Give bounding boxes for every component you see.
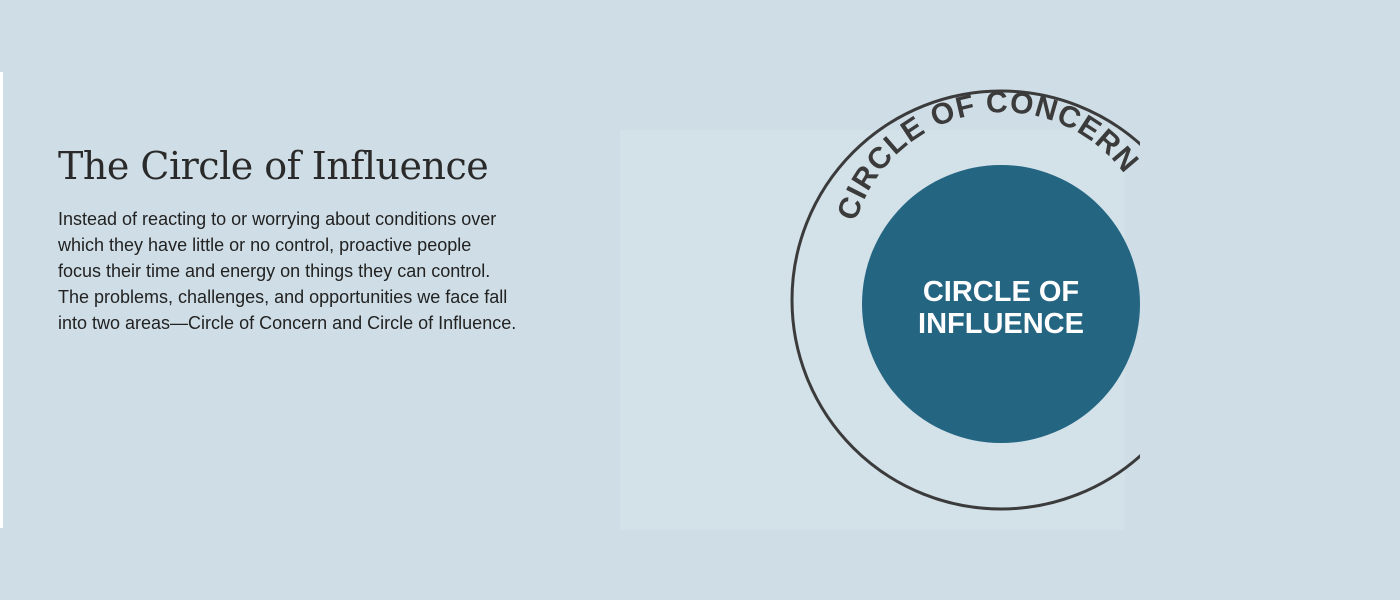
circle-diagram: CIRCLE OF CONCERN CIRCLE OF INFLUENCE [790,86,1140,511]
circle-of-influence-label-line2: INFLUENCE [918,308,1084,340]
left-edge-divider [0,72,3,528]
page-title: The Circle of Influence [58,144,489,188]
description-text: Instead of reacting to or worrying about… [58,209,517,333]
diagram-container: CIRCLE OF CONCERN CIRCLE OF INFLUENCE [620,70,1140,530]
circle-of-concern [790,89,1140,511]
circle-of-influence [862,165,1140,443]
circle-of-influence-label-line1: CIRCLE OF [923,276,1079,308]
text-section: The Circle of Influence Instead of react… [58,140,518,336]
